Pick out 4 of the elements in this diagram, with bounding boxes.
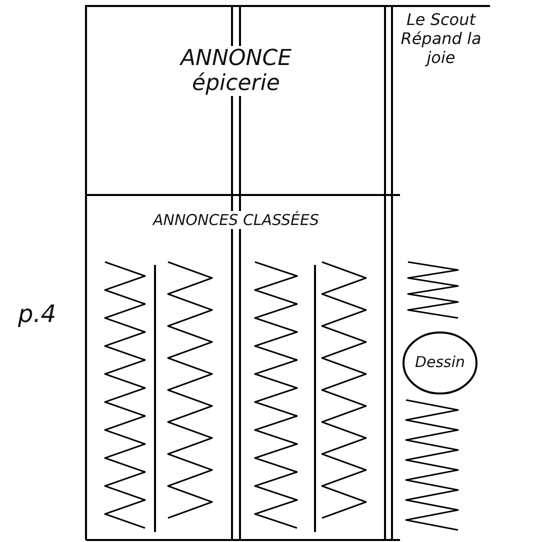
drawing-label: Dessin	[414, 353, 466, 371]
drawing-oval	[402, 331, 478, 395]
headline-text: Le Scout Répand la joie	[400, 10, 482, 67]
page-number: p.4	[18, 300, 56, 328]
